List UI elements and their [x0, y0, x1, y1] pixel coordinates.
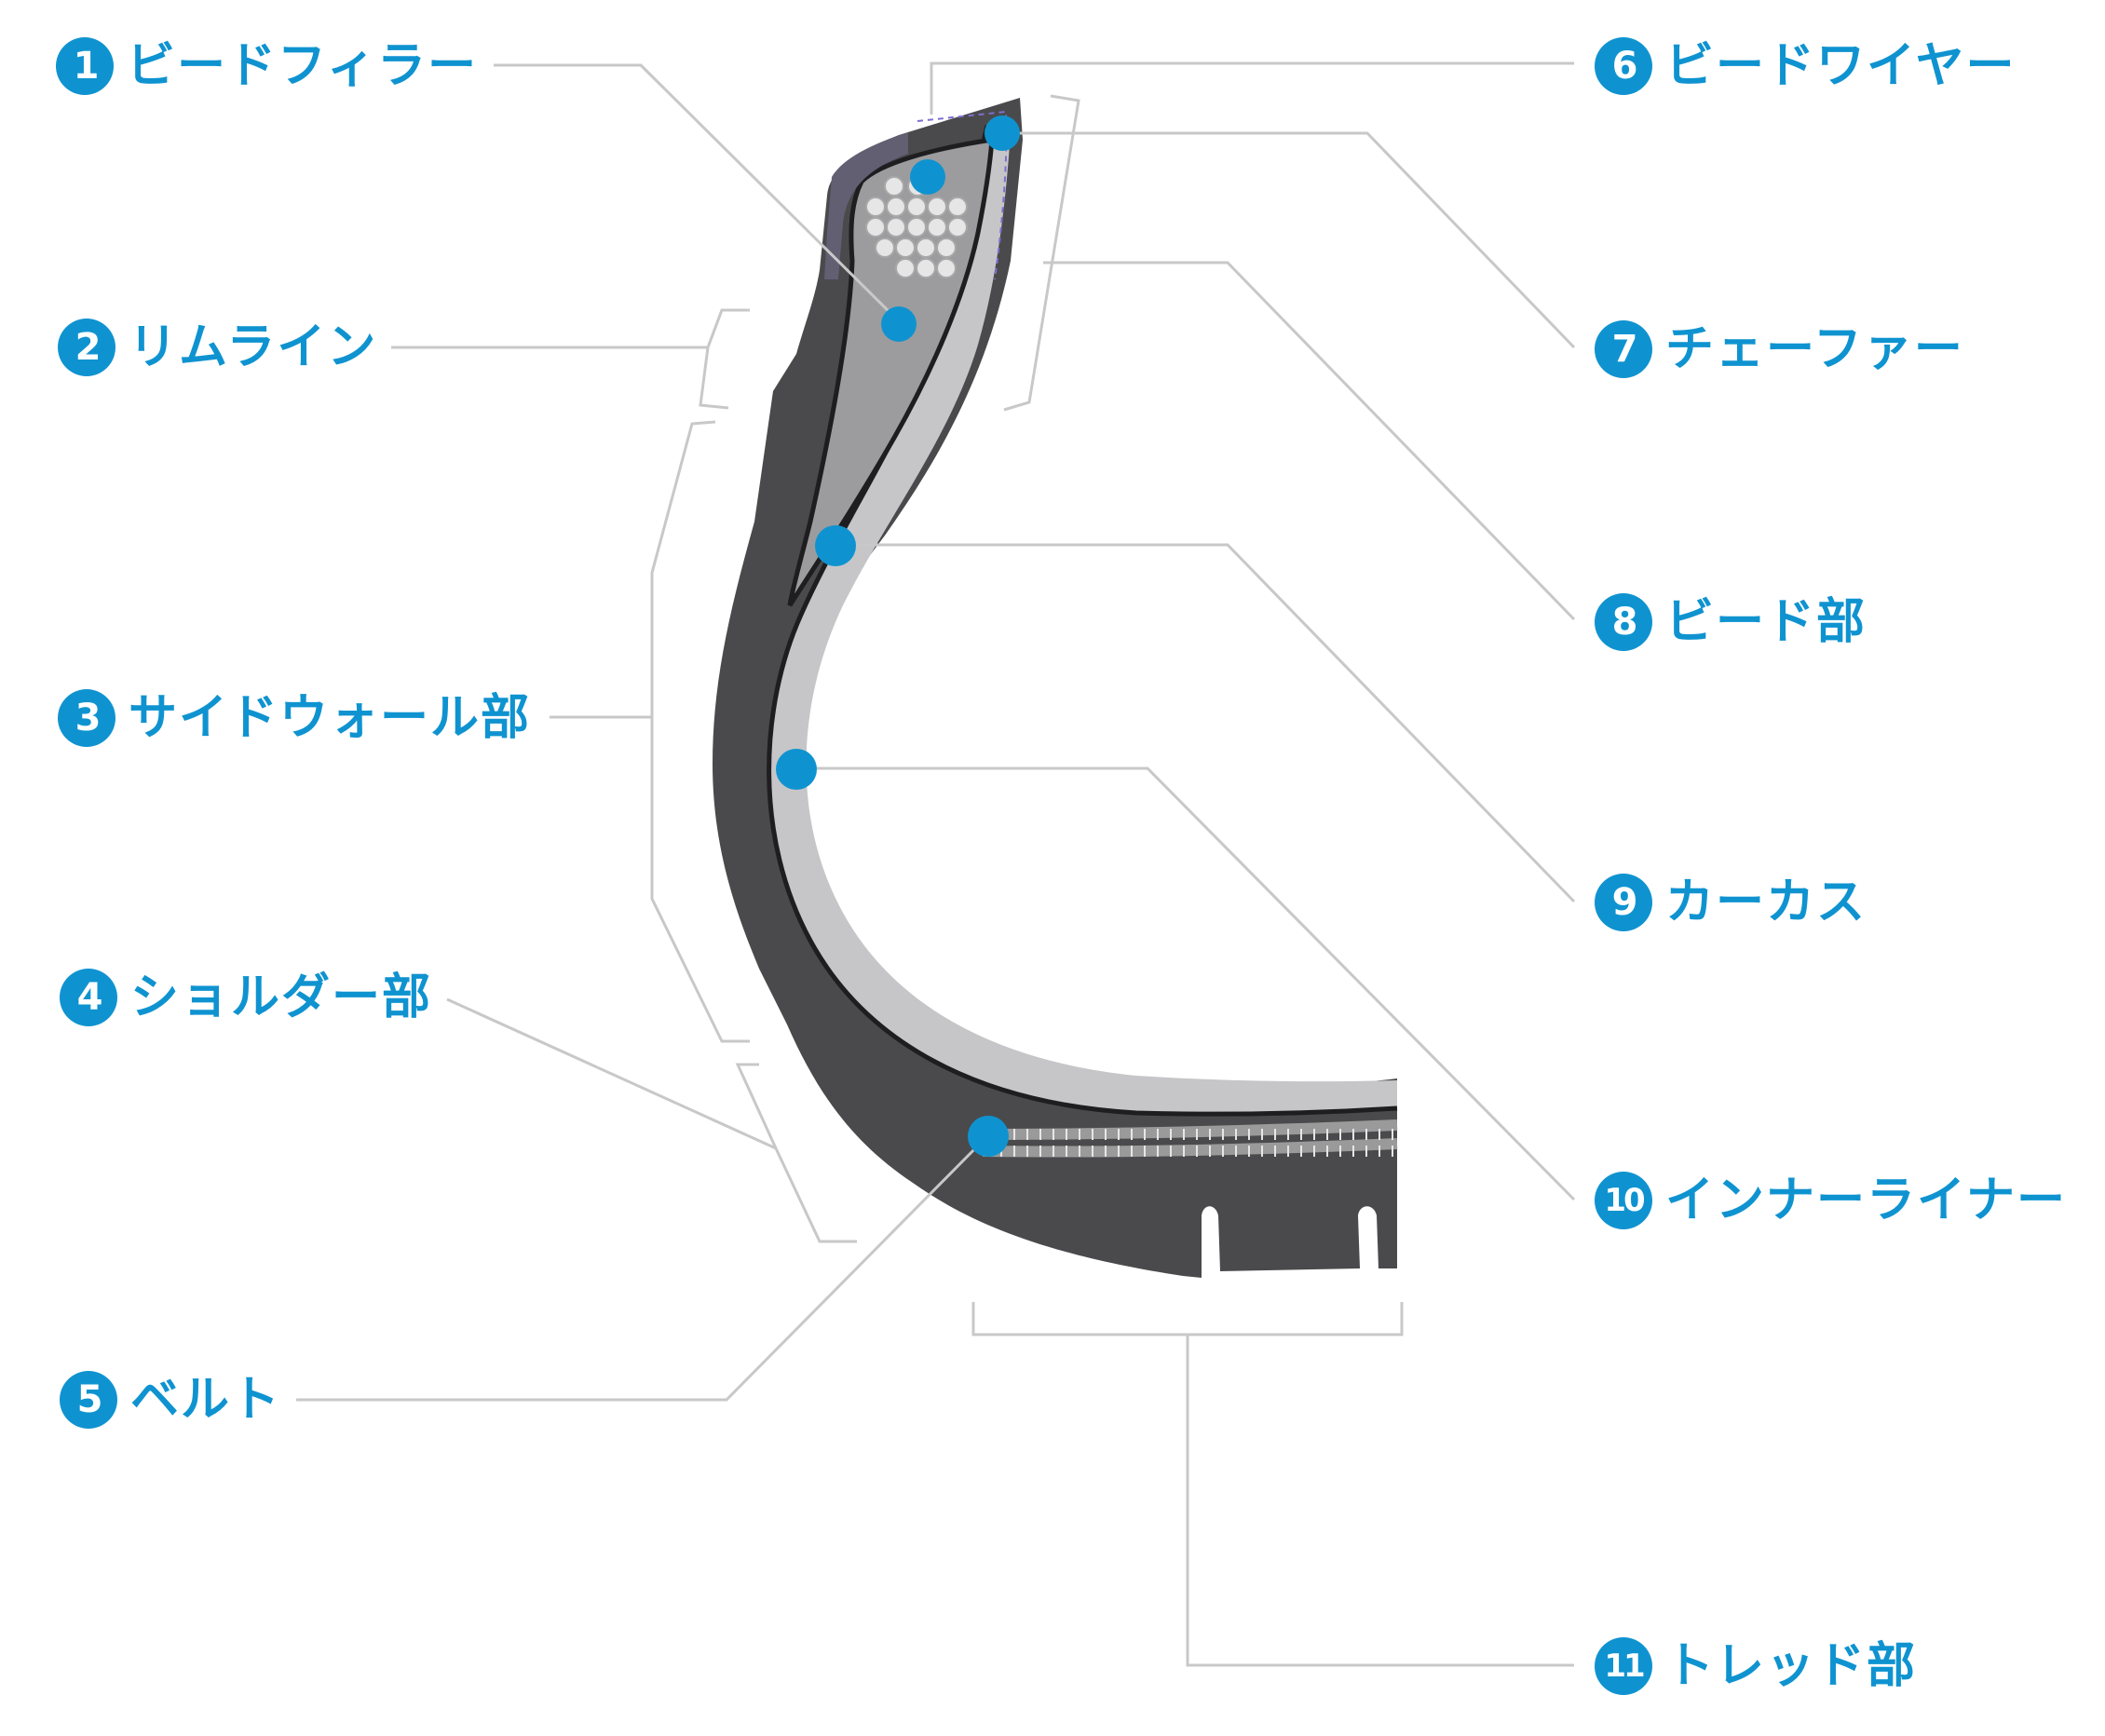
leader-shoulder	[446, 997, 777, 1150]
marker-inner-liner	[776, 749, 817, 790]
bead-wire-strand	[927, 197, 947, 217]
marker-bead-wire	[910, 159, 945, 195]
part-name: ビードフィラー	[127, 38, 478, 94]
part-name: チェーファー	[1665, 321, 1964, 377]
number-badge: 5	[60, 1371, 117, 1429]
bracket-tread	[971, 1302, 1404, 1336]
label-chafer: 7 チェーファー	[1595, 320, 1964, 378]
marker-dots	[776, 115, 1020, 1157]
bracket-sidewall	[650, 420, 750, 1043]
part-name: リムライン	[129, 319, 378, 375]
part-name: ビードワイヤー	[1665, 38, 2017, 94]
label-belt: 5 ベルト	[60, 1371, 281, 1429]
leader-bead	[1043, 261, 1576, 621]
label-bead-filler: 1 ビードフィラー	[56, 37, 478, 95]
marker-belt	[968, 1116, 1009, 1157]
chafer-region	[824, 132, 908, 279]
number-badge: 3	[58, 689, 115, 747]
bead-wire-strand	[936, 258, 957, 278]
marker-chafer	[985, 115, 1020, 151]
part-name: ベルト	[130, 1372, 282, 1428]
leader-bead-wire	[930, 61, 1574, 115]
bead-wire-strand	[865, 217, 886, 237]
number-badge: 11	[1595, 1637, 1652, 1695]
leader-belt	[296, 1134, 989, 1402]
marker-carcass	[815, 525, 856, 566]
label-bead: 8 ビード部	[1595, 593, 1867, 651]
number-badge: 7	[1595, 320, 1652, 378]
number-badge: 2	[58, 319, 115, 376]
bead-wire-strand	[916, 258, 936, 278]
bead-wire-strand	[865, 197, 886, 217]
bead-wire-strand	[927, 217, 947, 237]
bead-wire-strand	[947, 217, 968, 237]
bead-wire-strand	[875, 237, 895, 258]
leader-chafer	[1011, 131, 1576, 349]
number-badge: 9	[1595, 874, 1652, 931]
belt-layer-lower	[982, 1138, 1398, 1158]
number-badge: 8	[1595, 593, 1652, 651]
label-carcass: 9 カーカス	[1595, 874, 1867, 931]
bead-wire-strand	[886, 197, 906, 217]
bead-wire-strand	[947, 197, 968, 217]
part-name: ビード部	[1665, 594, 1867, 650]
label-sidewall: 3 サイドウォール部	[58, 689, 531, 747]
bead-wire-strand	[884, 176, 904, 197]
bead-wire-bundle	[865, 176, 968, 278]
leader-bead-filler	[494, 63, 901, 323]
leader-tread	[1186, 1335, 1574, 1667]
label-rim-line: 2 リムライン	[58, 319, 377, 376]
number-badge: 10	[1595, 1172, 1652, 1229]
bead-wire-strand	[895, 258, 916, 278]
marker-bead-filler	[881, 306, 917, 342]
bead-wire-strand	[895, 237, 916, 258]
bead-wire-strand	[916, 237, 936, 258]
number-badge: 1	[56, 37, 114, 95]
number-badge: 4	[60, 969, 117, 1026]
part-name: サイドウォール部	[129, 690, 532, 746]
bead-wire-strand	[906, 217, 927, 237]
part-name: ショルダー部	[130, 970, 433, 1025]
part-name: インナーライナー	[1665, 1173, 2067, 1228]
belt-layer-upper	[972, 1119, 1398, 1140]
part-name: カーカス	[1665, 875, 1867, 930]
number-badge: 6	[1595, 37, 1652, 95]
label-shoulder: 4 ショルダー部	[60, 969, 432, 1026]
bracket-rim-line	[699, 308, 750, 410]
part-name: トレッド部	[1665, 1638, 1918, 1694]
leader-carcass	[848, 543, 1576, 903]
bead-wire-strand	[906, 197, 927, 217]
bead-wire-strand	[886, 217, 906, 237]
label-bead-wire: 6 ビードワイヤー	[1595, 37, 2016, 95]
bracket-shoulder	[735, 1063, 857, 1243]
bracket-bead	[1003, 94, 1080, 412]
label-inner-liner: 10 インナーライナー	[1595, 1172, 2067, 1229]
leader-lines	[296, 61, 1576, 1667]
bead-wire-strand	[936, 237, 957, 258]
belt-cord-ticks	[1000, 1129, 1393, 1157]
leader-inner-liner	[806, 766, 1576, 1201]
label-tread: 11 トレッド部	[1595, 1637, 1917, 1695]
